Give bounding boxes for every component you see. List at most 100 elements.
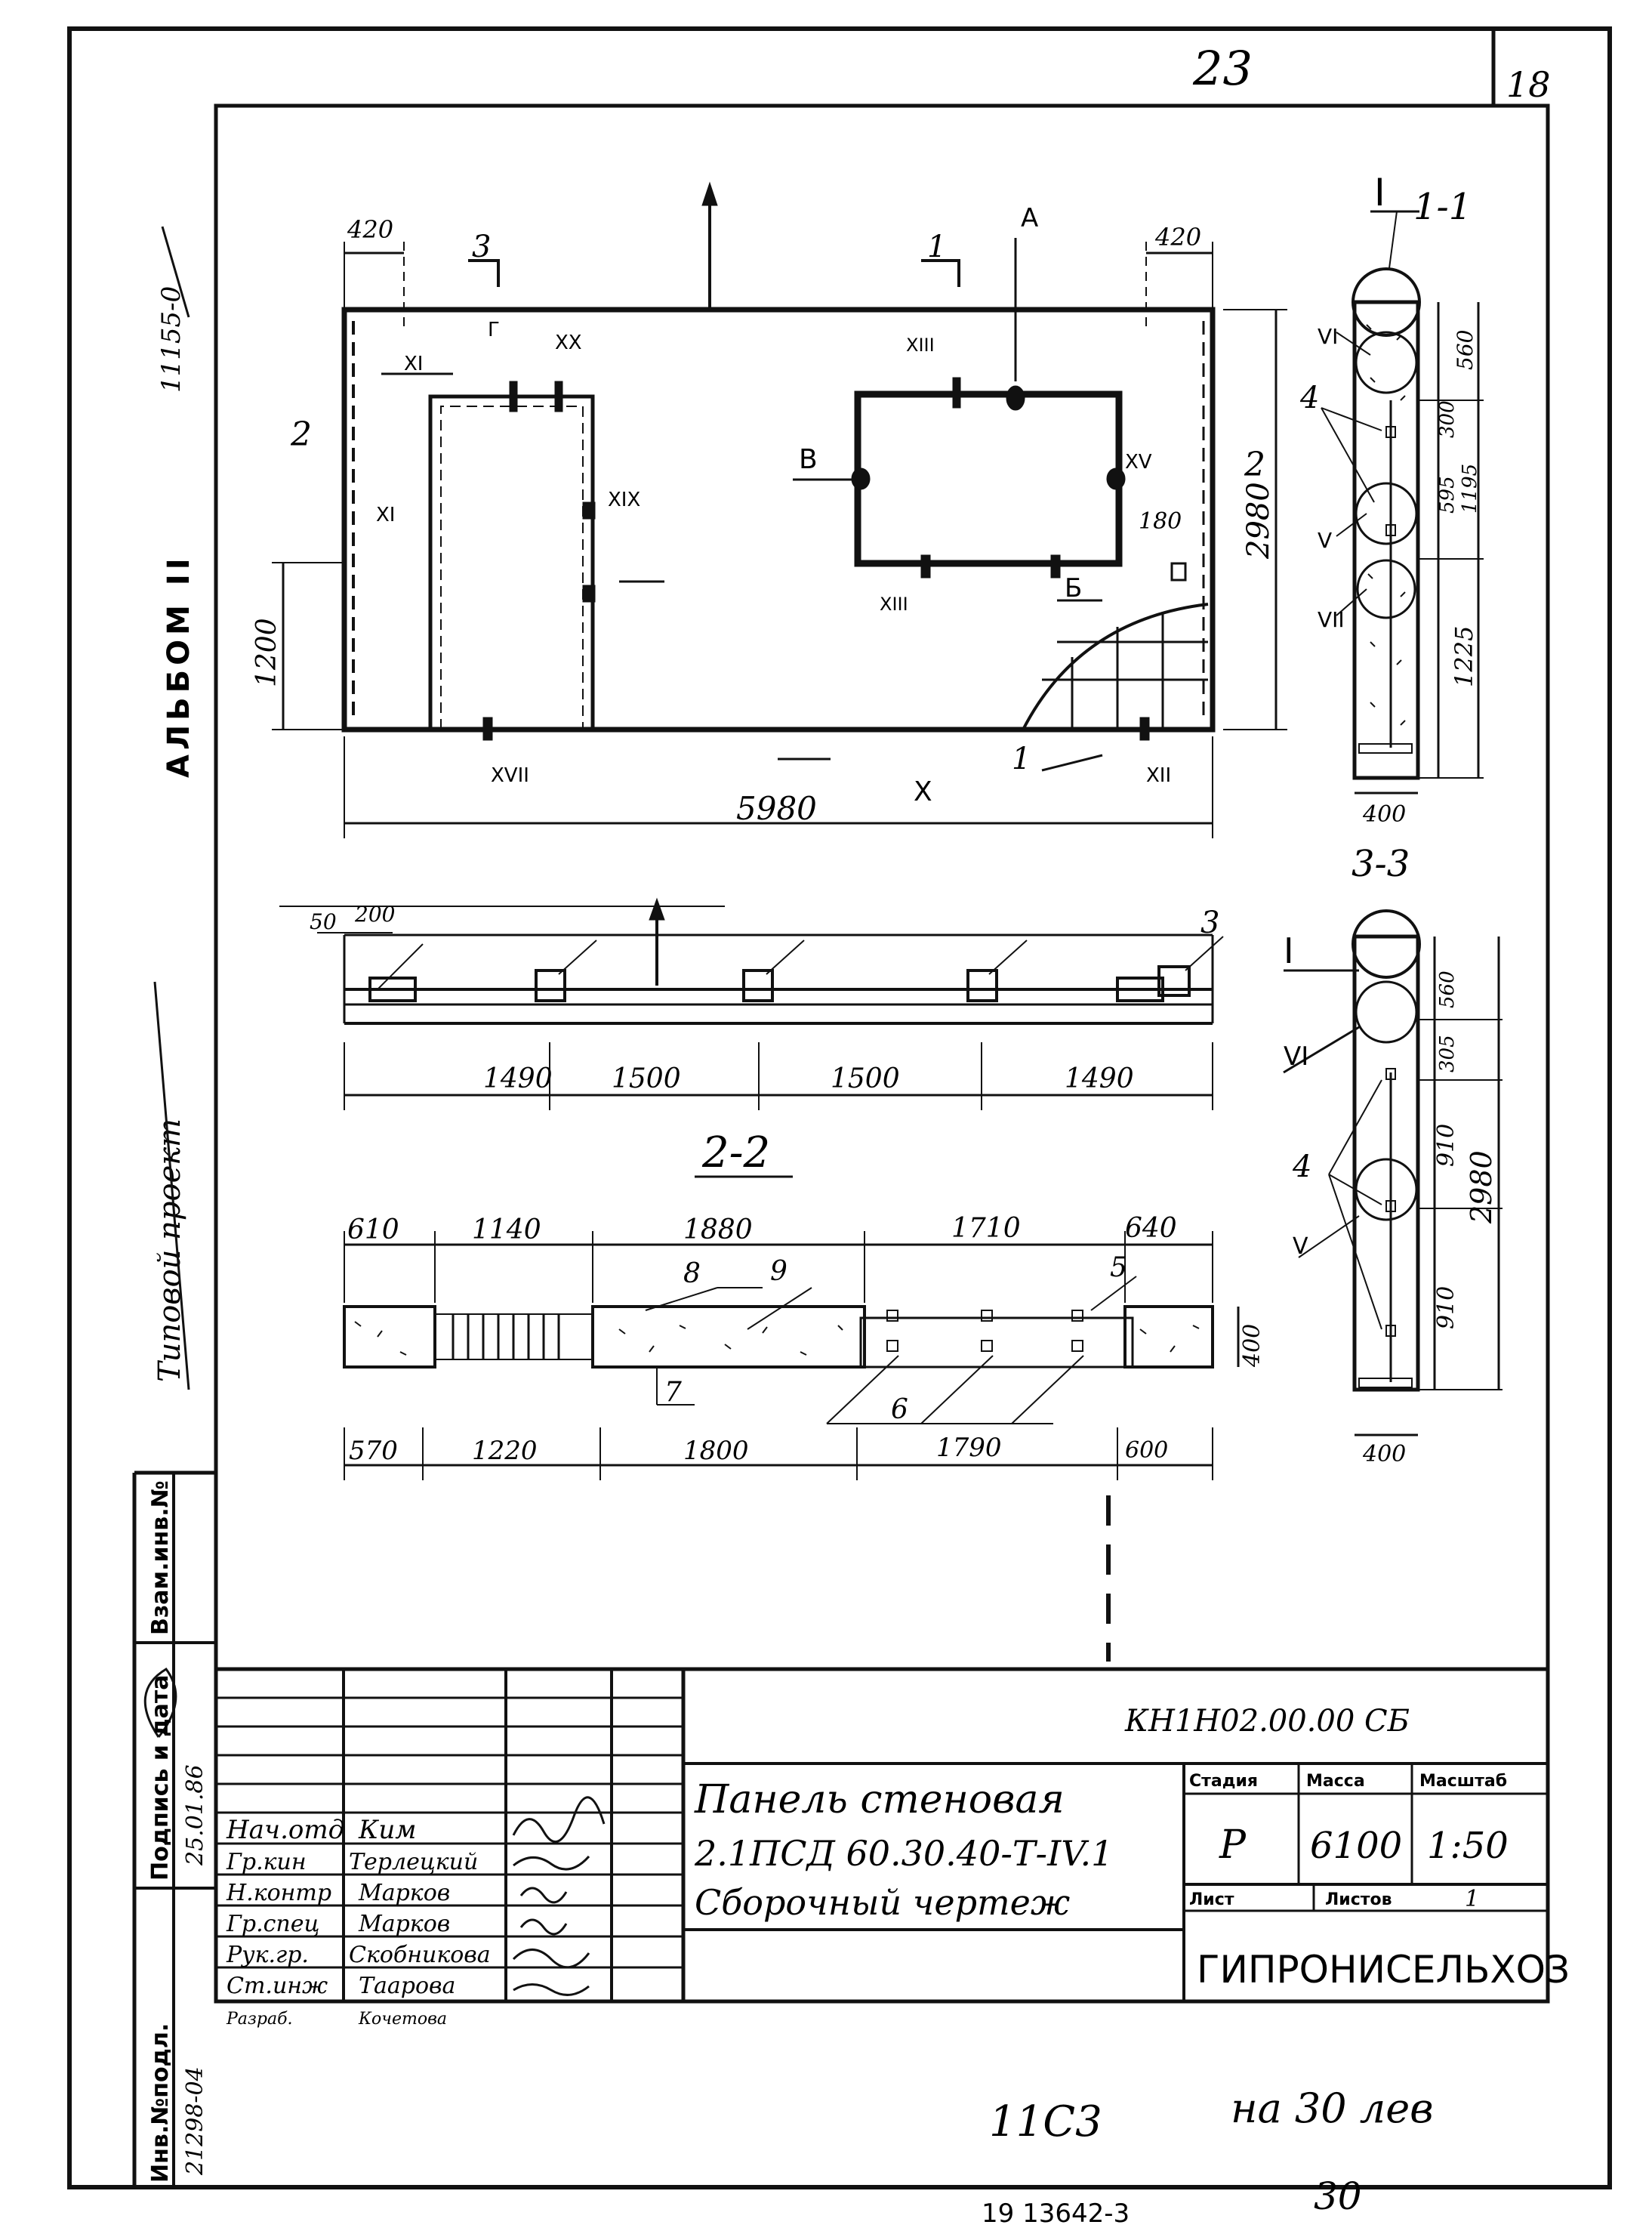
page-number: 23: [1192, 41, 1253, 96]
plan-top-view: [279, 897, 1224, 1110]
s33-node-i: I: [1284, 930, 1294, 971]
name-2: Марков: [358, 1880, 450, 1906]
section-3-mark: 3: [472, 230, 491, 264]
s11-callout-4: 4: [1299, 381, 1319, 415]
mass-value: 6100: [1310, 1825, 1402, 1867]
s11-dim-4: 1225: [1450, 626, 1478, 687]
section-2-right: 2: [1244, 446, 1265, 484]
dim-200: 200: [354, 902, 395, 927]
organization: ГИПРОНИСЕЛЬХОЗ: [1197, 1948, 1570, 1992]
s22-top-1: 1140: [472, 1214, 541, 1245]
s11-dim-3: 1195: [1459, 464, 1481, 514]
node-xi-left: XI: [376, 504, 395, 526]
corner-number: 18: [1506, 64, 1551, 105]
outer-frame: [67, 26, 1612, 2189]
mark-b-small: Б: [1065, 573, 1082, 603]
s11-node-v: V: [1318, 528, 1332, 553]
node-xx: XX: [555, 332, 582, 354]
head-mass: Масса: [1306, 1772, 1365, 1791]
section-3-3-title: 3-3: [1351, 843, 1410, 885]
role-1: Гр.кин: [226, 1849, 307, 1875]
sheets-value: 1: [1465, 1886, 1479, 1912]
title-line-3: Сборочный чертеж: [695, 1882, 1070, 1923]
section-1-1: [1321, 210, 1484, 795]
plan-callout-3: 3: [1200, 906, 1219, 940]
inner-frame: [214, 103, 1550, 2004]
head-scale: Масштаб: [1419, 1772, 1507, 1791]
signature-5: [513, 1983, 590, 1996]
stage-value: Р: [1219, 1822, 1247, 1868]
plan-dim-2: 1500: [831, 1063, 900, 1094]
s22-top-2: 1880: [683, 1214, 753, 1245]
mark-b: В: [799, 444, 818, 475]
album-label: АЛЬБОМ II: [162, 554, 196, 778]
name-1: Терлецкий: [349, 1849, 478, 1875]
s22-bottom-1: 1220: [472, 1436, 538, 1466]
node-x: X: [914, 776, 932, 807]
signature-4: [512, 1949, 590, 1969]
plan-top-labels: 50 200 3 1490 1500 1500 1490: [310, 902, 1219, 1094]
s33-width: 400: [1362, 1441, 1406, 1467]
s22-callout-9: 9: [770, 1256, 787, 1287]
mark-g: Г: [488, 319, 500, 341]
s33-callout-4: 4: [1292, 1149, 1311, 1184]
scale-value: 1:50: [1427, 1825, 1509, 1867]
title-block: [132, 1470, 1548, 2187]
role-2: Н.контр: [226, 1880, 331, 1906]
name-3: Марков: [358, 1911, 450, 1937]
node-xv: XV: [1125, 451, 1152, 474]
s33-node-vi: VI: [1284, 1041, 1308, 1072]
dim-height: 2980: [1241, 482, 1276, 560]
s33-dim-1: 305: [1436, 1035, 1459, 1072]
title-line-1: Панель стеновая: [694, 1777, 1065, 1822]
node-xi: XI: [404, 353, 423, 375]
dim-total: 5980: [736, 790, 817, 827]
plan-dim-0: 1490: [483, 1063, 553, 1094]
section-1-1-title: 1-1: [1413, 186, 1472, 228]
dim-50: 50: [310, 909, 337, 934]
sheet-label: Лист: [1189, 1890, 1234, 1909]
bottom-stamp-number: 19 13642-3: [982, 2199, 1130, 2229]
sheets-label: Листов: [1325, 1890, 1392, 1909]
section-1-mark: 1: [927, 230, 946, 264]
section-1-1-labels: I 1-1 VI V VII 4 560 300 595 1195 1225 4…: [1299, 171, 1481, 828]
node-xiii-top: XIII: [906, 335, 935, 356]
signature-1: [513, 1855, 590, 1871]
s22-callout-5: 5: [1110, 1252, 1127, 1283]
s22-callout-6: 6: [891, 1394, 908, 1425]
s22-top-3: 1710: [951, 1213, 1021, 1244]
title-block-labels: КН1Н02.00.00 СБ Панель стеновая 2.1ПСД 6…: [143, 1668, 1570, 2029]
s22-bottom-4: 600: [1125, 1437, 1168, 1464]
dim-180: 180: [1139, 508, 1182, 535]
s22-top-4: 640: [1125, 1213, 1177, 1244]
role-0: Нач.отд: [226, 1815, 344, 1845]
signature-0: [512, 1796, 606, 1843]
s22-thickness: 400: [1239, 1324, 1265, 1368]
s22-callout-8: 8: [683, 1258, 701, 1289]
section-2-2: [343, 1175, 1240, 1662]
s11-width: 400: [1362, 801, 1406, 828]
section-3-3-labels: 3-3 I VI V 4 560 305 910 910 2980 400: [1284, 843, 1498, 1467]
bottom-note-right: на 30 лев: [1231, 2084, 1434, 2132]
s22-bottom-0: 570: [349, 1436, 398, 1466]
mark-a: А: [1021, 203, 1038, 233]
role-5: Ст.инж: [227, 1973, 328, 1999]
series-strike-bottom: [153, 981, 190, 1390]
name-4: Скобникова: [349, 1942, 491, 1968]
s22-callout-7: 7: [664, 1377, 682, 1408]
dim-left-sill: 1200: [251, 618, 282, 687]
doc-code: КН1Н02.00.00 СБ: [1124, 1704, 1410, 1739]
s33-height: 2980: [1465, 1150, 1498, 1224]
panel-elevation: [272, 181, 1287, 838]
s22-bottom-3: 1790: [936, 1433, 1002, 1463]
s11-dim-1: 300: [1436, 400, 1459, 438]
node-xix: XIX: [608, 489, 640, 511]
s22-bottom-2: 1800: [683, 1436, 749, 1466]
name-6: Кочетова: [358, 2010, 447, 2029]
signature-2: [519, 1887, 568, 1904]
plan-dim-1: 1500: [612, 1063, 681, 1094]
name-5: Таарова: [359, 1973, 455, 1999]
s33-node-v: V: [1293, 1233, 1308, 1260]
node-xvii: XVII: [491, 764, 529, 787]
